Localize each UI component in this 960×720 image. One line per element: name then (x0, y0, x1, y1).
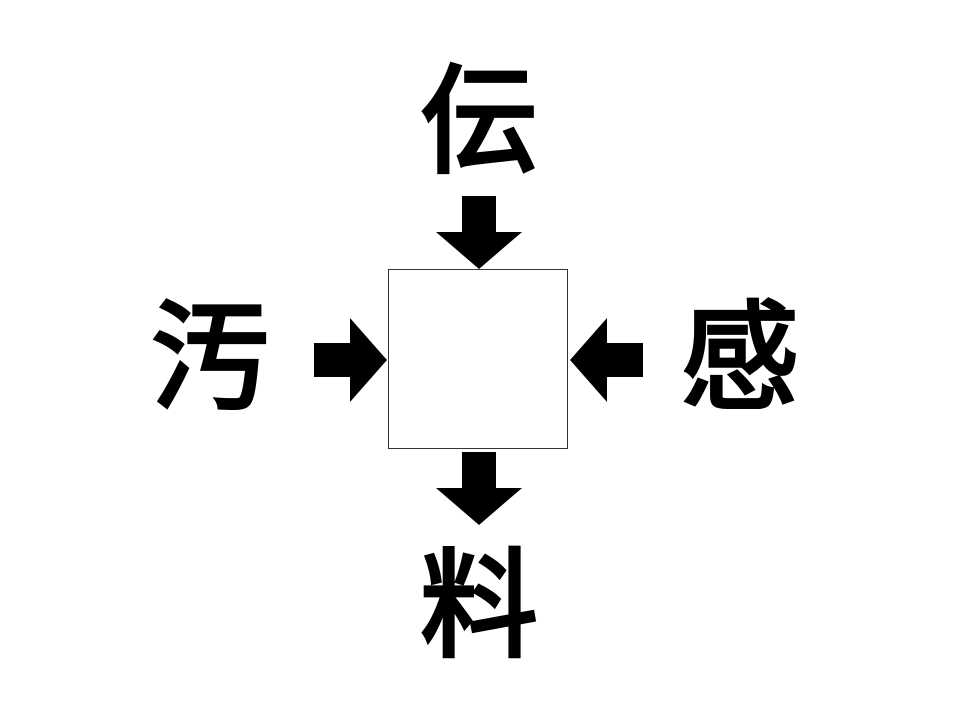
top-kanji: 伝 (419, 53, 538, 191)
bottom-kanji: 料 (419, 537, 538, 675)
arrow-down-icon (436, 452, 522, 525)
arrow-down-icon (436, 196, 522, 269)
right-kanji: 感 (680, 289, 799, 427)
arrow-left-icon (570, 318, 643, 402)
arrow-right-icon (314, 318, 387, 402)
answer-box[interactable] (388, 269, 568, 449)
left-kanji: 汚 (150, 289, 269, 427)
